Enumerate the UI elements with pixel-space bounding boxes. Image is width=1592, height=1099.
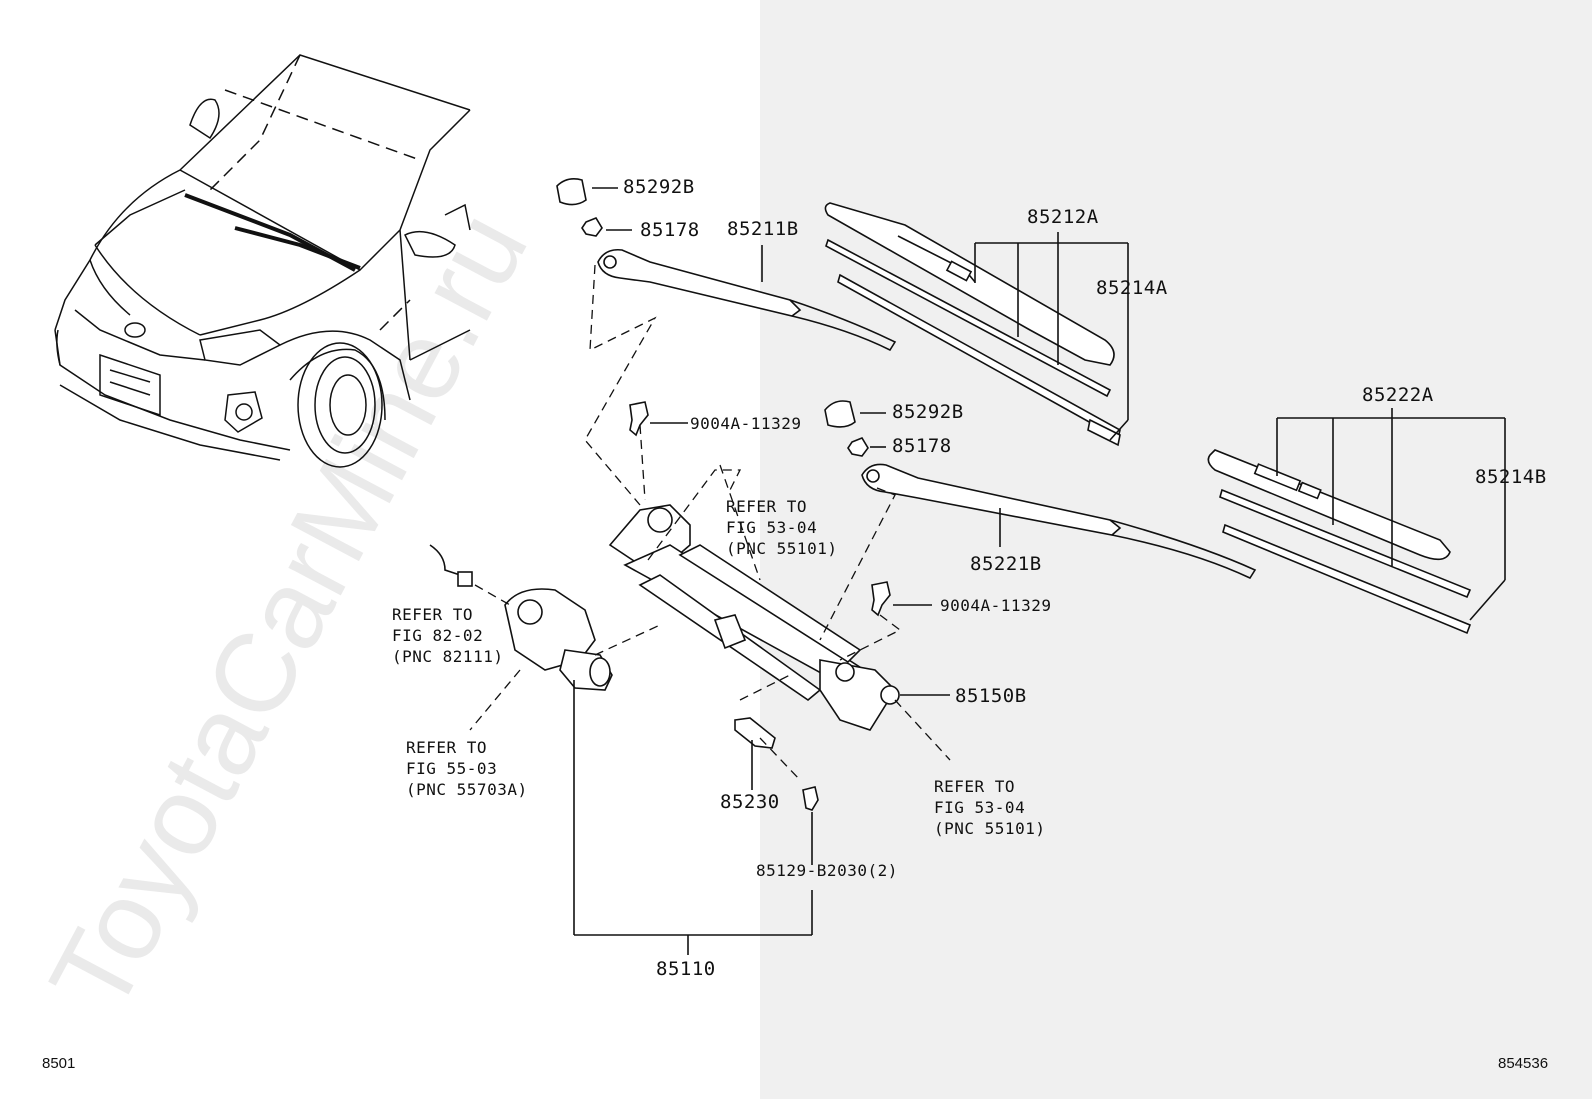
bracket-85230 [734, 717, 776, 749]
right-panel-background [760, 0, 1592, 1099]
label-85110: 85110 [656, 958, 716, 980]
bolts [629, 401, 891, 811]
label-85129: 85129-B2030(2) [756, 861, 898, 880]
label-85178-right: 85178 [892, 435, 952, 457]
label-85292b-right: 85292B [892, 401, 964, 423]
svg-text:FIG 53-04: FIG 53-04 [934, 798, 1025, 817]
ref-note-bottom-left: REFER TO FIG 55-03 (PNC 55703A) [406, 738, 528, 799]
label-85211b: 85211B [727, 218, 799, 240]
label-85212a: 85212A [1027, 206, 1099, 228]
label-85221b: 85221B [970, 553, 1042, 575]
ref-note-top: REFER TO FIG 53-04 (PNC 55101) [726, 497, 837, 558]
label-85150b: 85150B [955, 685, 1027, 707]
label-85292b-top: 85292B [623, 176, 695, 198]
label-85178-top: 85178 [640, 219, 700, 241]
wiper-motor [429, 544, 613, 691]
label-85214b: 85214B [1475, 466, 1547, 488]
label-85222a: 85222A [1362, 384, 1434, 406]
svg-text:FIG 82-02: FIG 82-02 [392, 626, 483, 645]
ref-note-motor: REFER TO FIG 82-02 (PNC 82111) [392, 605, 503, 666]
leader-lines [573, 187, 1506, 955]
reference-notes: REFER TO FIG 53-04 (PNC 55101) REFER TO … [392, 497, 1045, 838]
svg-text:REFER TO: REFER TO [406, 738, 487, 757]
right-wiper-arm [861, 463, 1257, 580]
left-wiper-blade [824, 202, 1121, 447]
right-wiper-blade [1207, 449, 1472, 635]
svg-text:FIG 55-03: FIG 55-03 [406, 759, 497, 778]
part-labels: 85292B 85178 85211B 85212A 85214A 9004A-… [623, 176, 1547, 980]
vehicle-illustration [54, 54, 471, 468]
label-85230: 85230 [720, 791, 780, 813]
ref-note-bottom-right: REFER TO FIG 53-04 (PNC 55101) [934, 777, 1045, 838]
dashed-guides [469, 264, 951, 781]
label-9004a-right: 9004A-11329 [940, 596, 1051, 615]
footer-right-code: 854536 [1498, 1055, 1548, 1072]
wiper-linkage [608, 504, 900, 731]
left-wiper-arm [597, 248, 897, 352]
svg-text:REFER TO: REFER TO [934, 777, 1015, 796]
svg-text:(PNC 55703A): (PNC 55703A) [406, 780, 528, 799]
svg-text:REFER TO: REFER TO [392, 605, 473, 624]
footer-left-code: 8501 [42, 1055, 75, 1072]
cap-nut-top [556, 178, 603, 237]
svg-text:(PNC 55101): (PNC 55101) [726, 539, 837, 558]
svg-text:(PNC 55101): (PNC 55101) [934, 819, 1045, 838]
svg-text:FIG 53-04: FIG 53-04 [726, 518, 817, 537]
svg-text:REFER TO: REFER TO [726, 497, 807, 516]
label-9004a-left: 9004A-11329 [690, 414, 801, 433]
label-85214a: 85214A [1096, 277, 1168, 299]
svg-text:(PNC 82111): (PNC 82111) [392, 647, 503, 666]
cap-nut-right [824, 400, 869, 457]
